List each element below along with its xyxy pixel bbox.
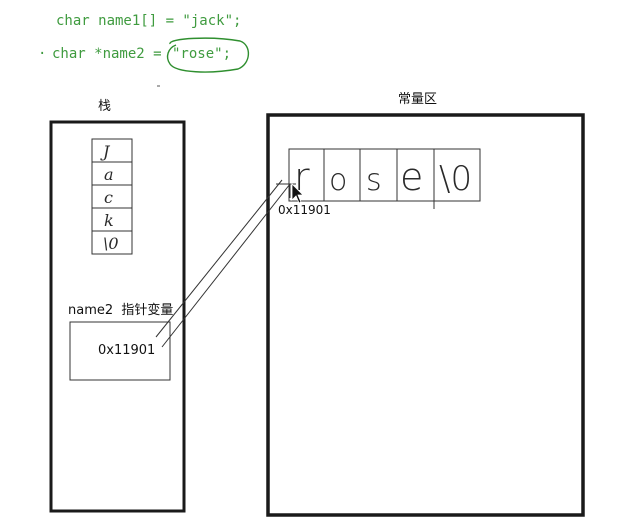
constant-address-label: 0x11901: [278, 203, 331, 217]
stack-title: 栈: [98, 99, 112, 114]
stack-char-0: J: [100, 142, 111, 161]
constant-char-1: o: [329, 163, 347, 198]
stack-box: [49, 120, 186, 513]
constant-area-title: 常量区: [398, 92, 438, 107]
code-line-2-prefix: char *name2 =: [52, 46, 162, 62]
pointer-arrow: [155, 179, 296, 348]
pointer-variable-label: name2 指针变量: [68, 303, 174, 318]
code-line-2-highlight: "rose";: [172, 46, 232, 62]
stack-char-3: k: [104, 211, 114, 230]
stack-char-2: c: [104, 188, 113, 207]
pointer-variable-box: [69, 321, 171, 381]
constant-char-3: e: [400, 155, 423, 199]
constant-char-grid: [288, 148, 481, 209]
code-line-1: char name1[] = "jack";: [56, 13, 242, 29]
code-line-2-bullet: ·: [38, 46, 47, 62]
constant-char-0: r: [294, 155, 310, 199]
constant-area-box: [266, 113, 585, 517]
pointer-value: 0x11901: [98, 343, 156, 358]
constant-char-labels: r o s e \0: [294, 155, 472, 199]
stack-char-1: a: [104, 165, 114, 184]
stack-char-labels: J a c k \0: [100, 142, 119, 253]
mouse-cursor-icon: [291, 183, 304, 204]
stack-char-grid: [91, 138, 133, 255]
stack-char-4: \0: [103, 234, 119, 253]
constant-char-2: s: [366, 163, 382, 198]
constant-char-4: \0: [439, 159, 472, 199]
rose-highlight-circle: [166, 37, 250, 73]
